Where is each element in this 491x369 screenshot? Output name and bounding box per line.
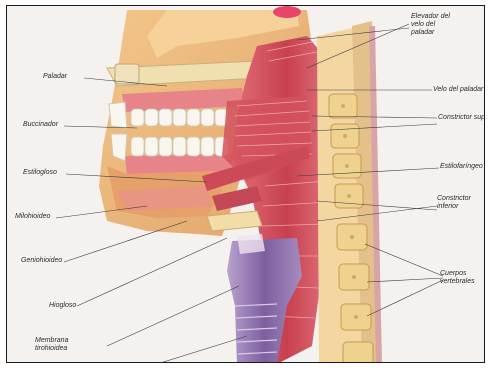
label-buccinador: Buccinador (23, 121, 58, 129)
label-cuerpos-vertebrales: Cuerpos vertebrales (440, 270, 474, 286)
anatomy-illustration (7, 6, 485, 363)
label-paladar: Paladar (43, 73, 67, 81)
illustration-frame: Elevador del velo del paladar Paladar Ve… (6, 5, 485, 363)
label-membrana-tirohioidea: Membrana tirohioidea (35, 337, 75, 353)
label-milohioideo: Milohioideo (15, 213, 50, 221)
label-elevador-text: Elevador del velo del paladar (411, 13, 457, 37)
label-velo-paladar: Velo del paladar (433, 86, 483, 94)
label-estilofaringeo: Estilofaríngeo (440, 163, 483, 171)
label-geniohioideo: Geniohioideo (21, 257, 62, 265)
label-cuerpos-vertebrales-text: Cuerpos vertebrales (440, 270, 474, 286)
label-estilogloso: Estilogloso (23, 169, 57, 177)
label-constrictor-inferior: Constrictor inferior (437, 195, 473, 211)
upper-teeth (131, 109, 228, 126)
label-membrana-text: Membrana tirohioidea (35, 337, 75, 353)
label-constrictor-superior: Constrictor superior (438, 114, 485, 122)
label-elevador: Elevador del velo del paladar (411, 13, 457, 37)
lower-teeth (131, 137, 228, 156)
label-hiogloso: Hiogloso (49, 302, 76, 310)
label-constrictor-inferior-text: Constrictor inferior (437, 195, 473, 211)
